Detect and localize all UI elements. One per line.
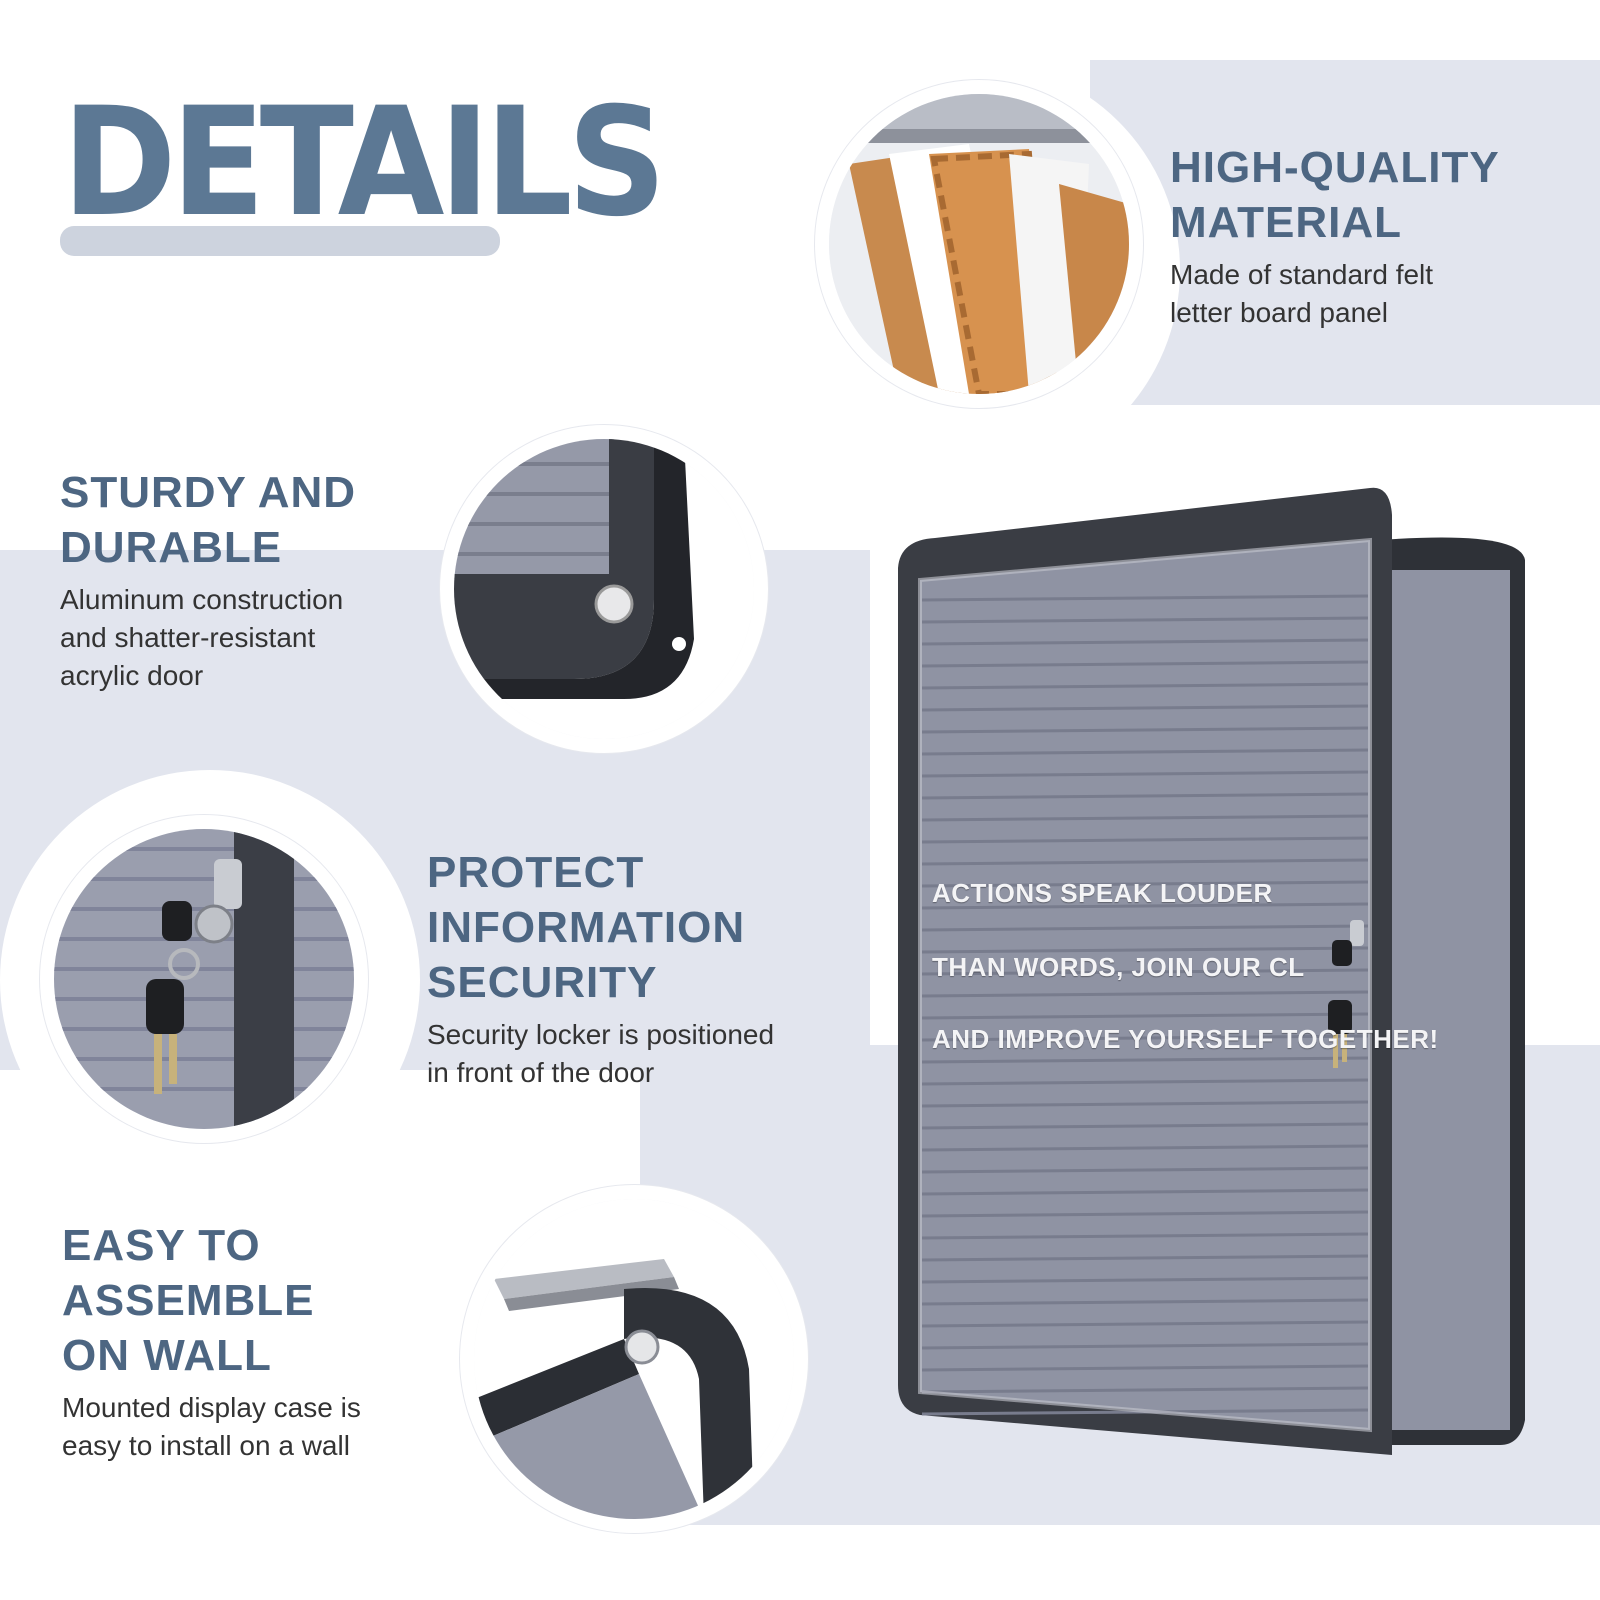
felt-groove-line (921, 704, 1369, 712)
feature-material-description-line: Made of standard felt (1170, 259, 1434, 290)
sturdy-photo-circle (440, 425, 768, 753)
felt-groove-line (921, 858, 1369, 866)
feature-assemble: EASY TO ASSEMBLE ON WALL Mounted display… (62, 1218, 442, 1465)
assemble-photo-circle (460, 1185, 808, 1533)
felt-groove-line (921, 1166, 1369, 1174)
felt-groove-line (921, 682, 1369, 690)
felt-groove-line (921, 1320, 1369, 1328)
felt-groove-line (921, 1188, 1369, 1196)
feature-protect-heading-line: SECURITY (427, 958, 658, 1007)
feature-assemble-description-line: Mounted display case is (62, 1392, 361, 1423)
board-message-line: AND IMPROVE YOURSELF TOGETHER! (932, 1024, 1439, 1054)
feature-sturdy-description-line: acrylic door (60, 659, 204, 691)
felt-groove-line (921, 792, 1369, 800)
felt-groove-line (921, 1364, 1369, 1372)
felt-groove-line (921, 616, 1369, 624)
wall-mount-icon (474, 1199, 794, 1519)
felt-groove-line (921, 726, 1369, 734)
felt-groove-line (921, 1298, 1369, 1306)
feature-assemble-heading-line: EASY TO (62, 1221, 261, 1270)
felt-groove-line (921, 1122, 1369, 1130)
feature-sturdy-heading-line: STURDY AND (60, 468, 357, 517)
lock-keys-icon (54, 829, 354, 1129)
felt-groove-line (921, 880, 1369, 888)
felt-groove-line (921, 968, 1369, 976)
feature-material-description-line: letter board panel (1170, 296, 1388, 328)
felt-groove-line (921, 1100, 1369, 1108)
feature-protect-description-line: Security locker is positioned (427, 1019, 775, 1050)
title-block: DETAILS (60, 88, 700, 256)
felt-groove-line (921, 1232, 1369, 1240)
felt-groove-line (921, 1386, 1369, 1394)
feature-assemble-heading-line: ON WALL (62, 1331, 272, 1380)
feature-protect-description-line: in front of the door (427, 1056, 655, 1088)
board-message-line: THAN WORDS, JOIN OUR CL (932, 952, 1305, 982)
material-photo-circle (815, 80, 1143, 408)
cabinet-frame-illustration (898, 487, 1525, 1455)
felt-groove-line (921, 660, 1369, 668)
felt-groove-line (921, 1012, 1369, 1020)
feature-sturdy: STURDY AND DURABLE Aluminum construction… (60, 465, 440, 694)
feature-material-heading-line: MATERIAL (1170, 198, 1403, 247)
feature-material-heading-line: HIGH-QUALITY (1170, 143, 1500, 192)
felt-groove-line (921, 924, 1369, 932)
felt-groove-line (921, 1254, 1369, 1262)
feature-assemble-description-line: easy to install on a wall (62, 1429, 350, 1461)
felt-groove-line (921, 814, 1369, 822)
felt-groove-line (921, 1276, 1369, 1284)
feature-sturdy-description-line: and shatter-resistant (60, 621, 316, 653)
feature-assemble-heading-line: ASSEMBLE (62, 1276, 315, 1325)
feature-protect-heading-line: PROTECT (427, 848, 645, 897)
felt-groove-line (921, 1034, 1369, 1042)
felt-groove-line (921, 902, 1369, 910)
felt-groove-line (921, 1144, 1369, 1152)
felt-groove-line (921, 1342, 1369, 1350)
feature-material: HIGH-QUALITY MATERIAL Made of standard f… (1170, 140, 1570, 332)
felt-groove-line (921, 946, 1369, 954)
felt-groove-line (921, 748, 1369, 756)
layered-panel-icon (829, 94, 1129, 394)
protect-photo-circle (40, 815, 368, 1143)
felt-groove-line (921, 1078, 1369, 1086)
felt-groove-line (921, 1210, 1369, 1218)
feature-protect: PROTECT INFORMATION SECURITY Security lo… (427, 845, 827, 1092)
feature-protect-heading-line: INFORMATION (427, 903, 746, 952)
felt-groove-line (921, 638, 1369, 646)
feature-sturdy-heading-line: DURABLE (60, 523, 283, 572)
felt-groove-line (921, 594, 1369, 602)
letter-board-cabinet: ACTIONS SPEAK LOUDER THAN WORDS, JOIN OU… (880, 480, 1540, 1460)
board-message-line: ACTIONS SPEAK LOUDER (932, 878, 1273, 908)
felt-groove-line (921, 990, 1369, 998)
page-title: DETAILS (62, 76, 667, 250)
frame-corner-icon (454, 439, 754, 739)
felt-groove-line (921, 770, 1369, 778)
felt-groove-line (921, 836, 1369, 844)
felt-groove-line (921, 1056, 1369, 1064)
feature-sturdy-description-line: Aluminum construction (60, 584, 344, 615)
title-underline (60, 226, 500, 256)
